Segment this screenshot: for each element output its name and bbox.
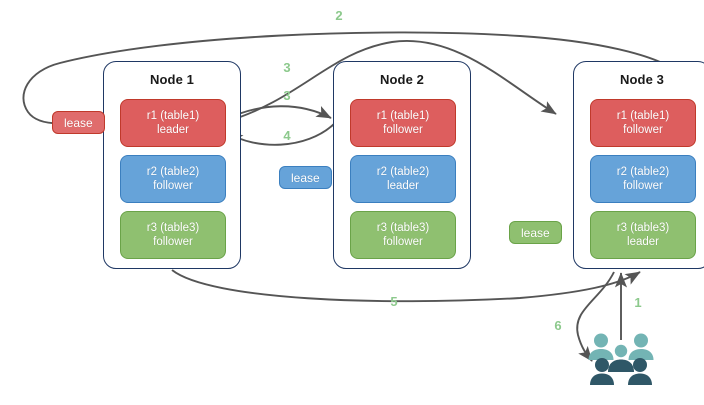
replica-role-label: follower bbox=[383, 124, 423, 136]
replica-range-label: r1 (table1) bbox=[146, 110, 200, 122]
node-card-node-2[interactable]: Node 2 r1 (table1) follower r2 (table2) … bbox=[333, 61, 471, 269]
step-label-2: 2 bbox=[335, 8, 343, 23]
replica-role-label: follower bbox=[153, 180, 193, 192]
node-title: Node 2 bbox=[380, 72, 424, 87]
users-group-icon bbox=[588, 333, 654, 385]
arrow-step-5 bbox=[171, 269, 641, 303]
replica-range-label: r3 (table3) bbox=[146, 222, 200, 234]
lease-chip-r3[interactable]: lease bbox=[509, 221, 562, 244]
step-label-5: 5 bbox=[390, 294, 398, 309]
replica-r3[interactable]: r3 (table3) follower bbox=[350, 211, 456, 259]
step-label-3b: 3 bbox=[283, 88, 291, 103]
replica-role-label: leader bbox=[157, 124, 189, 136]
lease-label: lease bbox=[291, 170, 320, 185]
replica-role-label: follower bbox=[153, 236, 193, 248]
step-label-4: 4 bbox=[283, 128, 291, 143]
node-title: Node 1 bbox=[150, 72, 194, 87]
replica-r1[interactable]: r1 (table1) follower bbox=[350, 99, 456, 147]
replica-r2[interactable]: r2 (table2) leader bbox=[350, 155, 456, 203]
replica-role-label: follower bbox=[623, 180, 663, 192]
replica-r1[interactable]: r1 (table1) leader bbox=[120, 99, 226, 147]
node-title: Node 3 bbox=[620, 72, 664, 87]
replica-r3[interactable]: r3 (table3) follower bbox=[120, 211, 226, 259]
replica-role-label: follower bbox=[623, 124, 663, 136]
step-label-1: 1 bbox=[634, 295, 642, 310]
replica-r1[interactable]: r1 (table1) follower bbox=[590, 99, 696, 147]
step-label-3a: 3 bbox=[283, 60, 291, 75]
lease-chip-r2[interactable]: lease bbox=[279, 166, 332, 189]
lease-label: lease bbox=[521, 225, 550, 240]
replica-range-label: r3 (table3) bbox=[376, 222, 430, 234]
replica-role-label: leader bbox=[387, 180, 419, 192]
replica-range-label: r2 (table2) bbox=[146, 166, 200, 178]
replica-r2[interactable]: r2 (table2) follower bbox=[590, 155, 696, 203]
replica-range-label: r2 (table2) bbox=[376, 166, 430, 178]
replica-r2[interactable]: r2 (table2) follower bbox=[120, 155, 226, 203]
lease-label: lease bbox=[64, 115, 93, 130]
node-card-node-1[interactable]: Node 1 r1 (table1) leader r2 (table2) fo… bbox=[103, 61, 241, 269]
node-card-node-3[interactable]: Node 3 r1 (table1) follower r2 (table2) … bbox=[573, 61, 704, 269]
replica-role-label: follower bbox=[383, 236, 423, 248]
step-label-6: 6 bbox=[554, 318, 562, 333]
replica-r3[interactable]: r3 (table3) leader bbox=[590, 211, 696, 259]
replica-range-label: r1 (table1) bbox=[376, 110, 430, 122]
replica-role-label: leader bbox=[627, 236, 659, 248]
lease-chip-r1[interactable]: lease bbox=[52, 111, 105, 134]
replica-range-label: r3 (table3) bbox=[616, 222, 670, 234]
replica-range-label: r1 (table1) bbox=[616, 110, 670, 122]
replica-range-label: r2 (table2) bbox=[616, 166, 670, 178]
